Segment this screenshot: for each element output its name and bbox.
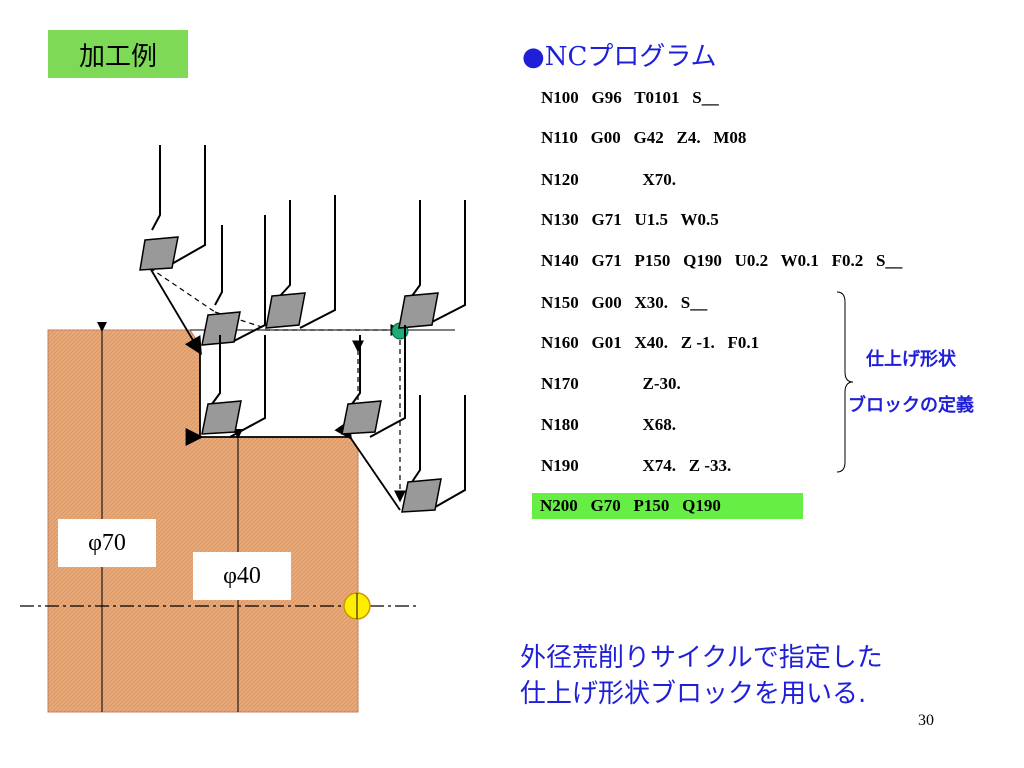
code-line-n160: N160 G01 X40. Z -1. F0.1 [541,333,760,352]
code-line-n150: N150 G00 X30. S__ [541,293,708,312]
finish-block-label-line1: 仕上げ形状 [866,349,956,370]
bullet-icon: ● [522,42,545,72]
tool-5 [201,335,266,438]
center-marker-icon [343,592,371,620]
code-line-n170: N170 Z-30. [541,374,681,393]
description-line2: 仕上げ形状ブロックを用いる. [520,679,867,709]
tool-3 [265,195,336,329]
page-number: 30 [918,712,934,729]
code-line-n140: N140 G71 P150 Q190 U0.2 W0.1 F0.2 S__ [541,251,903,270]
tool-1 [139,145,206,271]
code-line-n190: N190 X74. Z -33. [541,456,732,475]
finish-block-label-line2: ブロックの定義 [848,395,974,416]
tool-7 [401,395,466,513]
description: 外径荒削りサイクルで指定した 仕上げ形状ブロックを用いる. [520,640,883,712]
program-heading: ●NCプログラム [522,36,717,73]
code-line-n200: N200 G70 P150 Q190 [532,493,803,519]
tool-4 [398,200,466,329]
code-line-n100: N100 G96 T0101 S__ [541,88,719,107]
tool-2 [201,215,266,346]
brace-icon [836,291,854,473]
description-line1: 外径荒削りサイクルで指定した [520,643,883,673]
code-line-n180: N180 X68. [541,415,677,434]
tool-6 [341,325,406,438]
phi40-label: φ40 [193,552,291,600]
page-title: 加工例 [48,30,188,78]
program-heading-text: NCプログラム [544,42,717,72]
code-line-n110: N110 G00 G42 Z4. M08 [541,128,747,147]
code-line-n120: N120 X70. [541,170,677,189]
code-line-n130: N130 G71 U1.5 W0.5 [541,210,719,229]
phi70-label: φ70 [58,519,156,567]
